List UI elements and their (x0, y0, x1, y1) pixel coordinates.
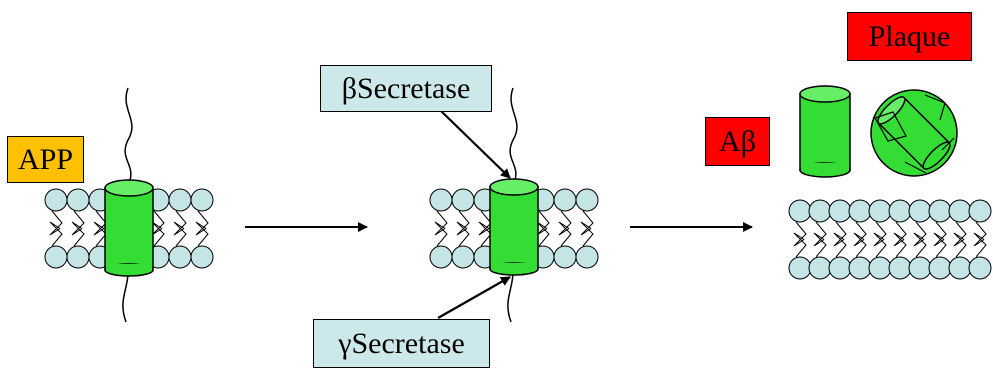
cleaved-protein (489, 87, 539, 323)
lipid-head-bottom (429, 245, 453, 269)
lipid-head-bottom (948, 256, 972, 280)
lipid-head-bottom (451, 245, 475, 269)
lipid-tail (536, 210, 550, 247)
lipid-tail (456, 210, 470, 247)
lipid-head-bottom (908, 256, 932, 280)
lipid-tail (813, 221, 827, 258)
beta-secretase-arrow (440, 110, 511, 179)
lipid-head-top (190, 188, 214, 212)
lipid-tail (195, 210, 209, 247)
lipid-head-bottom (928, 256, 952, 280)
beta-secretase-label: βSecretase (320, 65, 492, 112)
lipid-tail (793, 221, 807, 258)
lipid-head-top (848, 199, 872, 223)
plaque-sphere (870, 89, 958, 177)
gamma-secretase-arrow (437, 276, 511, 319)
lipid-tail (893, 221, 907, 258)
lipid-tail (973, 221, 987, 258)
lipid-head-bottom (44, 245, 68, 269)
abeta-cylinder (799, 85, 851, 178)
lipid-head-bottom (808, 256, 832, 280)
lipid-head-bottom (868, 256, 892, 280)
lipid-tail (913, 221, 927, 258)
app-label: APP (7, 136, 84, 183)
app-protein (104, 87, 154, 323)
abeta-label: Aβ (705, 117, 770, 166)
lipid-head-top (553, 188, 577, 212)
lipid-tail (873, 221, 887, 258)
lipid-head-bottom (168, 245, 192, 269)
lipid-head-bottom (888, 256, 912, 280)
lipid-tail (151, 210, 165, 247)
lipid-head-bottom (848, 256, 872, 280)
lipid-head-top (888, 199, 912, 223)
lipid-head-top (575, 188, 599, 212)
lipid-tail (953, 221, 967, 258)
lipid-head-top (66, 188, 90, 212)
lipid-head-top (168, 188, 192, 212)
plaque-label: Plaque (847, 12, 972, 61)
lipid-tail (93, 210, 107, 247)
lipid-head-bottom (190, 245, 214, 269)
membrane-3 (788, 199, 992, 280)
lipid-head-top (948, 199, 972, 223)
lipid-tail (173, 210, 187, 247)
lipid-head-bottom (968, 256, 992, 280)
lipid-tail (49, 210, 63, 247)
lipid-head-bottom (553, 245, 577, 269)
lipid-tail (933, 221, 947, 258)
gamma-secretase-label: γSecretase (313, 319, 490, 368)
lipid-head-top (908, 199, 932, 223)
lipid-head-top (788, 199, 812, 223)
lipid-tail (434, 210, 448, 247)
lipid-head-bottom (788, 256, 812, 280)
lipid-head-bottom (828, 256, 852, 280)
lipid-tail (478, 210, 492, 247)
lipid-head-top (429, 188, 453, 212)
lipid-tail (580, 210, 594, 247)
membrane-2 (429, 188, 599, 269)
lipid-head-top (928, 199, 952, 223)
lipid-tail (853, 221, 867, 258)
lipid-tail (833, 221, 847, 258)
lipid-head-top (828, 199, 852, 223)
lipid-head-bottom (66, 245, 90, 269)
lipid-tail (558, 210, 572, 247)
lipid-head-top (451, 188, 475, 212)
lipid-head-top (968, 199, 992, 223)
lipid-head-bottom (575, 245, 599, 269)
lipid-tail (71, 210, 85, 247)
lipid-head-top (44, 188, 68, 212)
lipid-head-top (868, 199, 892, 223)
lipid-head-top (808, 199, 832, 223)
